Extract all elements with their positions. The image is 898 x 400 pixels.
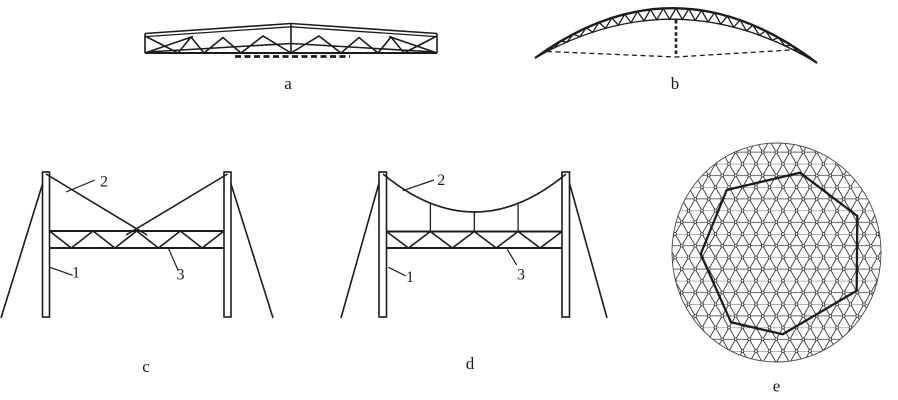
- label-2-leader: [402, 179, 435, 192]
- diagram-e-label: e: [773, 377, 781, 396]
- right-guy-wire: [227, 175, 274, 319]
- suspension-cable: [382, 173, 567, 213]
- diagram-b-label: b: [671, 74, 680, 93]
- diagram-a-lens-truss: a: [144, 22, 438, 93]
- label-3-leader: [506, 248, 518, 266]
- dome-heptagon-ring: [699, 171, 859, 336]
- part-label-pylon: 1: [406, 269, 414, 286]
- left-guy-wire: [340, 175, 382, 319]
- left-pylon: [41, 171, 51, 318]
- diagram-d-label: d: [466, 354, 475, 373]
- dome-mesh: [671, 142, 882, 363]
- label-1-leader: [49, 266, 73, 276]
- label-3-leader: [167, 247, 179, 271]
- diagram-a-label: a: [284, 74, 292, 93]
- deck-truss-web: [386, 230, 563, 250]
- tie-dashed-cable: [546, 48, 799, 58]
- part-label-deck-truss: 3: [517, 267, 525, 284]
- diagram-d-suspension-structure: 2 1 3 d: [340, 171, 608, 373]
- arch-outer-chord: [534, 7, 818, 64]
- part-label-stay-cable: 2: [100, 174, 108, 191]
- right-stay-cable: [125, 173, 228, 236]
- label-2-leader: [65, 179, 96, 193]
- truss-web: [144, 24, 438, 54]
- part-label-pylon: 1: [72, 265, 80, 282]
- hangers: [429, 203, 519, 232]
- truss-top-chord: [144, 22, 438, 35]
- right-guy-wire: [566, 175, 608, 319]
- deck-truss-web: [49, 229, 225, 250]
- left-pylon: [378, 171, 388, 318]
- diagram-e-dome-plan: e: [671, 142, 882, 396]
- part-label-suspension-cable: 2: [437, 172, 445, 189]
- left-guy-wire: [0, 175, 46, 319]
- diagram-c-label: c: [142, 357, 150, 376]
- diagram-b-arched-truss: b: [534, 7, 818, 93]
- part-label-deck-truss: 3: [177, 267, 185, 284]
- arch-inner-chord: [534, 18, 818, 64]
- right-pylon: [223, 171, 232, 318]
- right-pylon: [561, 171, 571, 318]
- label-1-leader: [388, 266, 407, 277]
- left-stay-cable: [45, 173, 148, 236]
- diagram-c-cable-stayed-structure: 2 1 3 c: [0, 171, 274, 376]
